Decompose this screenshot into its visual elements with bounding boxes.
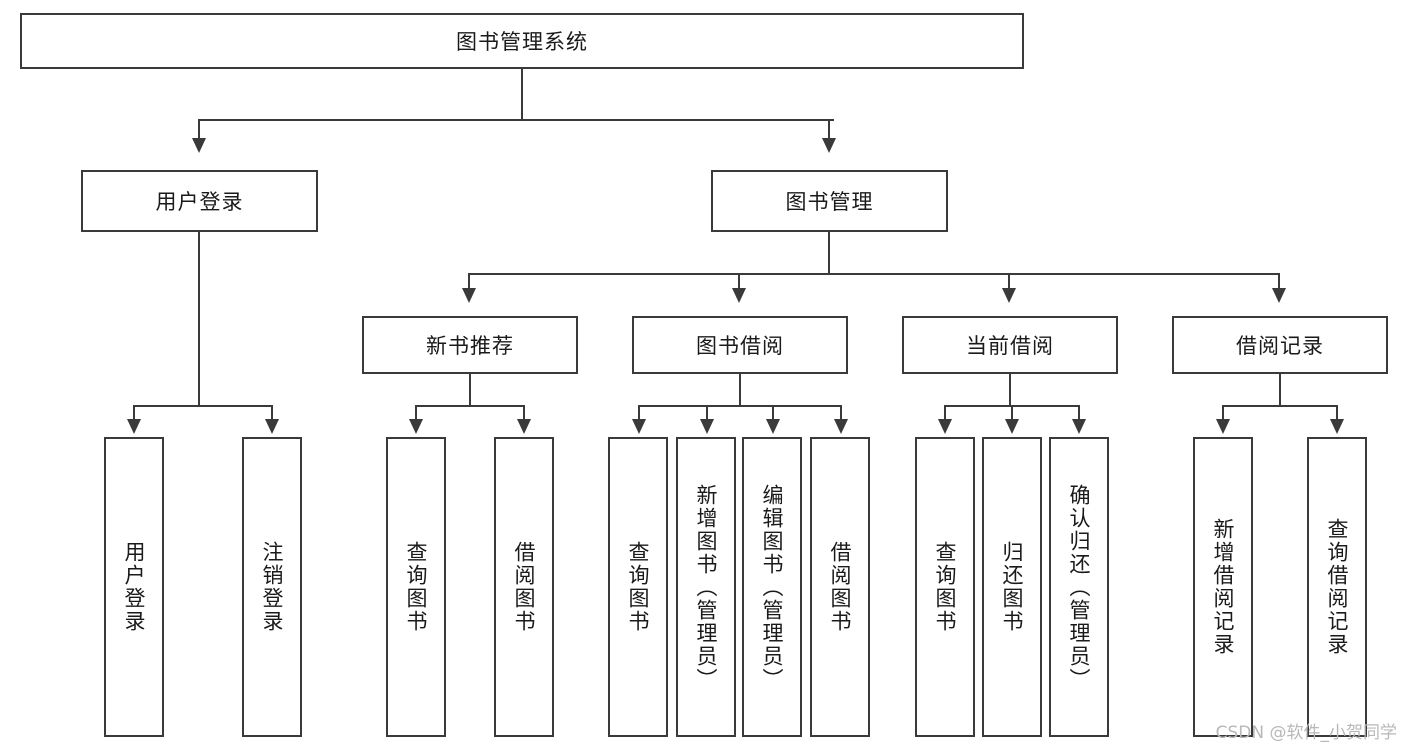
arrowhead-bookborrow-leaf-1 — [632, 419, 646, 434]
connector-root-stem — [521, 69, 523, 120]
connector-newbook-bus — [415, 405, 525, 407]
node-label: 查询借阅记录 — [1325, 518, 1350, 656]
connector-bookmgmt-drop-4 — [1278, 273, 1280, 291]
node-label: 当前借阅 — [966, 334, 1054, 358]
leaf-currentborrow-return-book[interactable]: 归还图书 — [982, 437, 1042, 737]
node-label: 确认归还（管理员） — [1067, 483, 1092, 691]
arrowhead-user-login-leaf — [127, 419, 141, 434]
connector-currentborrow-drop-3 — [1078, 405, 1080, 422]
leaf-bookborrow-edit-book-admin[interactable]: 编辑图书（管理员） — [742, 437, 802, 737]
leaf-borrowrecord-add-record[interactable]: 新增借阅记录 — [1193, 437, 1253, 737]
node-label: 借阅记录 — [1236, 334, 1324, 358]
node-label: 新书推荐 — [426, 334, 514, 358]
arrowhead-to-book-borrow — [732, 288, 746, 303]
csdn-watermark: CSDN @软件_小贺同学 — [1215, 723, 1397, 743]
node-label: 用户登录 — [122, 541, 147, 633]
leaf-currentborrow-query-book[interactable]: 查询图书 — [915, 437, 975, 737]
node-label: 图书借阅 — [696, 334, 784, 358]
connector-bookmgmt-stem — [828, 232, 830, 274]
node-label: 图书管理系统 — [456, 30, 588, 54]
arrowhead-currentborrow-leaf-1 — [938, 419, 952, 434]
node-label: 注销登录 — [260, 541, 285, 633]
connector-currentborrow-drop-1 — [944, 405, 946, 422]
node-label: 用户登录 — [155, 190, 244, 214]
leaf-bookborrow-query-book[interactable]: 查询图书 — [608, 437, 668, 737]
arrowhead-to-borrow-record — [1272, 288, 1286, 303]
connector-bookborrow-stem — [739, 374, 741, 406]
leaf-currentborrow-confirm-return-admin[interactable]: 确认归还（管理员） — [1049, 437, 1109, 737]
node-borrow-record[interactable]: 借阅记录 — [1172, 316, 1388, 374]
leaf-newbook-borrow-book[interactable]: 借阅图书 — [494, 437, 554, 737]
node-label: 查询图书 — [626, 541, 651, 633]
node-label: 借阅图书 — [828, 541, 853, 633]
connector-userlogin-stem — [198, 232, 200, 406]
connector-borrowrecord-drop-2 — [1336, 405, 1338, 422]
arrowhead-bookborrow-leaf-4 — [834, 419, 848, 434]
leaf-newbook-query-book[interactable]: 查询图书 — [386, 437, 446, 737]
arrowhead-to-book-management — [822, 138, 836, 153]
leaf-user-login[interactable]: 用户登录 — [104, 437, 164, 737]
arrowhead-to-new-book — [462, 288, 476, 303]
node-label: 新增图书（管理员） — [694, 483, 719, 691]
connector-borrowrecord-bus — [1222, 405, 1338, 407]
arrowhead-newbook-leaf-1 — [409, 419, 423, 434]
leaf-borrowrecord-query-record[interactable]: 查询借阅记录 — [1307, 437, 1367, 737]
arrowhead-borrowrecord-leaf-1 — [1216, 419, 1230, 434]
arrowhead-newbook-leaf-2 — [517, 419, 531, 434]
arrowhead-borrowrecord-leaf-2 — [1330, 419, 1344, 434]
connector-root-to-login — [198, 119, 200, 141]
connector-newbook-drop-2 — [523, 405, 525, 422]
connector-userlogin-bus — [133, 405, 273, 407]
node-root-system[interactable]: 图书管理系统 — [20, 13, 1024, 69]
connector-newbook-drop-1 — [415, 405, 417, 422]
connector-userlogin-drop-2 — [271, 405, 273, 422]
node-label: 归还图书 — [1000, 541, 1025, 633]
connector-userlogin-drop-1 — [133, 405, 135, 422]
node-user-login[interactable]: 用户登录 — [81, 170, 318, 232]
connector-bookborrow-drop-3 — [772, 405, 774, 422]
arrowhead-bookborrow-leaf-3 — [766, 419, 780, 434]
connector-borrowrecord-stem — [1279, 374, 1281, 406]
connector-bookmgmt-drop-3 — [1008, 273, 1010, 291]
leaf-logout[interactable]: 注销登录 — [242, 437, 302, 737]
node-label: 查询图书 — [933, 541, 958, 633]
node-label: 编辑图书（管理员） — [760, 483, 785, 691]
node-label: 新增借阅记录 — [1211, 518, 1236, 656]
arrowhead-currentborrow-leaf-3 — [1072, 419, 1086, 434]
connector-newbook-stem — [469, 374, 471, 406]
connector-borrowrecord-drop-1 — [1222, 405, 1224, 422]
arrowhead-to-current-borrow — [1002, 288, 1016, 303]
arrowhead-bookborrow-leaf-2 — [700, 419, 714, 434]
node-label: 借阅图书 — [512, 541, 537, 633]
node-label: 图书管理 — [785, 190, 874, 214]
leaf-bookborrow-borrow-book[interactable]: 借阅图书 — [810, 437, 870, 737]
arrowhead-currentborrow-leaf-2 — [1005, 419, 1019, 434]
connector-root-to-bookmgmt — [828, 119, 830, 141]
connector-root-bus — [198, 119, 834, 121]
connector-bookborrow-drop-4 — [840, 405, 842, 422]
connector-bookmgmt-bus — [468, 273, 1280, 275]
node-current-borrow[interactable]: 当前借阅 — [902, 316, 1118, 374]
connector-bookmgmt-drop-2 — [738, 273, 740, 291]
leaf-bookborrow-add-book-admin[interactable]: 新增图书（管理员） — [676, 437, 736, 737]
connector-bookborrow-drop-2 — [706, 405, 708, 422]
node-new-book-recommend[interactable]: 新书推荐 — [362, 316, 578, 374]
node-label: 查询图书 — [404, 541, 429, 633]
node-book-borrow[interactable]: 图书借阅 — [632, 316, 848, 374]
connector-currentborrow-drop-2 — [1011, 405, 1013, 422]
connector-bookborrow-drop-1 — [638, 405, 640, 422]
arrowhead-logout-leaf — [265, 419, 279, 434]
connector-currentborrow-stem — [1009, 374, 1011, 406]
connector-bookmgmt-drop-1 — [468, 273, 470, 291]
connector-bookborrow-bus — [638, 405, 842, 407]
node-book-management[interactable]: 图书管理 — [711, 170, 948, 232]
arrowhead-to-user-login — [192, 138, 206, 153]
